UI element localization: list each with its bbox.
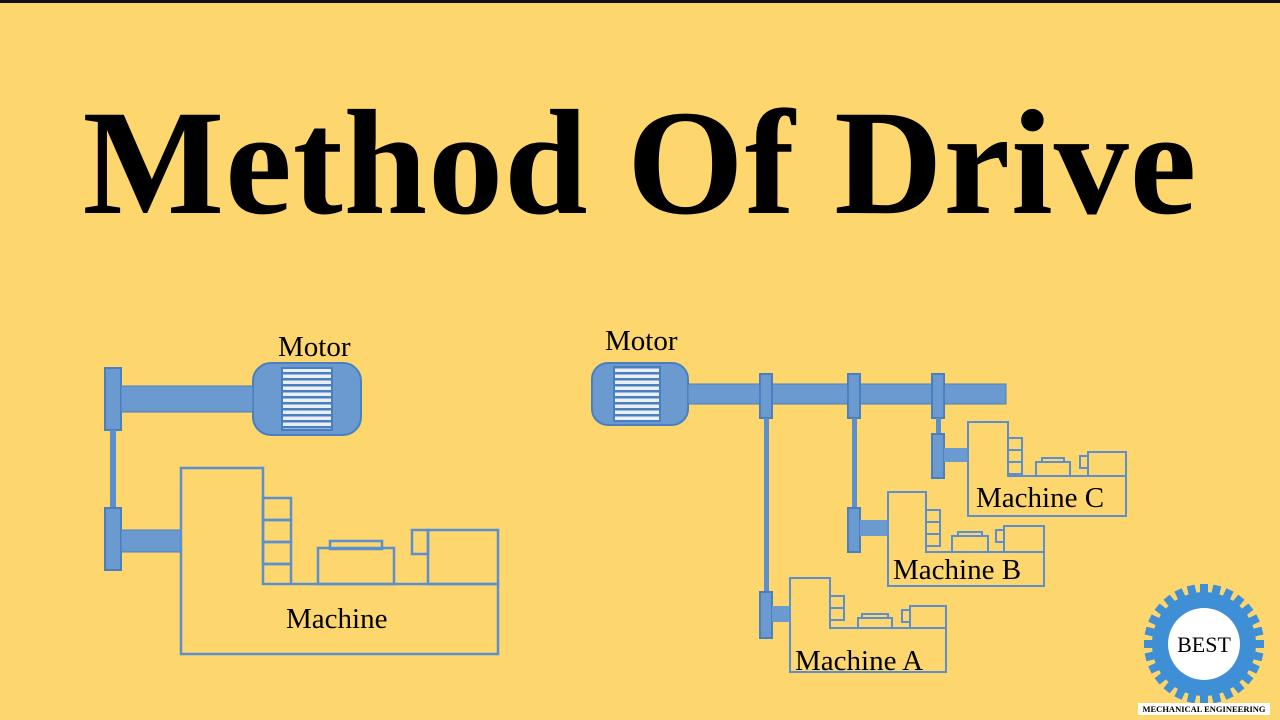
top-border (0, 0, 1280, 3)
best-logo: BEST MECHANICAL ENGINEERING (1138, 584, 1270, 715)
logo-top-text: BEST (1177, 632, 1231, 657)
page-title: Method Of Drive (82, 80, 1198, 246)
belt-c (936, 418, 941, 436)
right-drive: Machine A Machine B (591, 325, 1127, 677)
left-machine (179, 466, 500, 656)
left-machine-label: Machine (286, 603, 387, 635)
left-motor-label: Motor (278, 331, 351, 363)
machine-c: Machine C (931, 421, 1127, 517)
machine-b-label: Machine B (893, 554, 1021, 586)
left-lower-pulley (104, 507, 122, 571)
left-motor (252, 362, 362, 436)
top-pulley-c (931, 373, 945, 419)
left-upper-shaft (120, 385, 254, 413)
belt-a (764, 418, 769, 594)
machine-c-label: Machine C (976, 482, 1104, 514)
gear-tooth (1200, 584, 1208, 598)
right-motor-label: Motor (605, 325, 678, 357)
belt-b (852, 418, 857, 510)
left-lower-shaft (120, 529, 182, 553)
machine-a: Machine A (759, 577, 947, 677)
left-drive: Motor Machine (104, 331, 500, 656)
right-motor (591, 362, 689, 426)
logo-bottom-text: MECHANICAL ENGINEERING (1142, 704, 1265, 714)
left-belt (110, 430, 116, 510)
machine-b: Machine B (847, 491, 1045, 587)
top-pulley-b (847, 373, 861, 419)
machine-a-label: Machine A (795, 645, 923, 677)
left-upper-pulley (104, 367, 122, 431)
top-pulley-a (759, 373, 773, 419)
gear-tooth (1200, 690, 1208, 704)
